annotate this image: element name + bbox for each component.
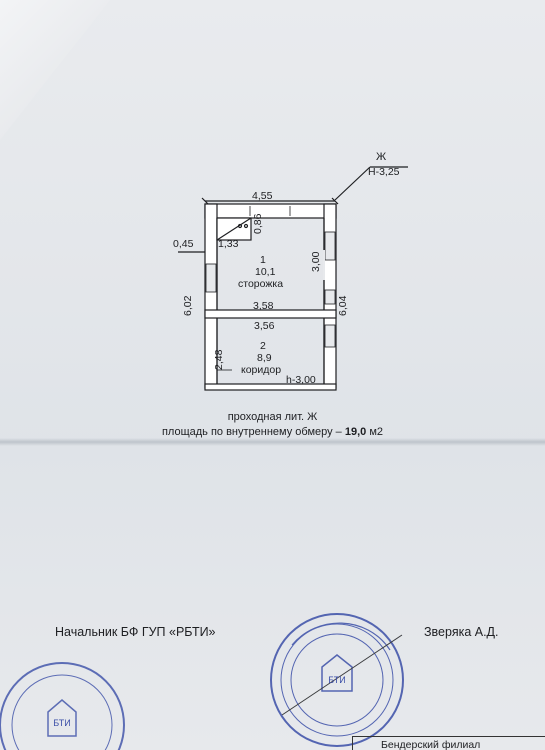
caption-unit: м2 [366,426,384,438]
bottom-info-box: Бендерский филиал [352,736,545,750]
room2-number: 2 [260,340,266,352]
room1-area: 10,1 [255,266,276,278]
room2-height: h-3,00 [286,374,316,386]
room2-name: коридор [241,364,282,376]
dim-left-full: 6,02 [182,295,194,316]
left-round-stamp: БТИ [0,662,125,750]
official-round-stamp: БТИ [270,613,404,747]
page-curl [0,0,110,140]
room2-area: 8,9 [257,352,272,364]
dim-right-full: 6,04 [337,295,349,316]
plan-marker: Ж [376,151,387,163]
dim-stove-width: 1,33 [218,238,239,250]
floor-plan [178,166,408,391]
room1-name: сторожка [238,278,284,290]
dim-top: 4,55 [252,190,273,202]
dim-mid-lower: 3,56 [254,320,275,332]
dim-right-upper: 3,00 [310,251,322,272]
bottom-box-label: Бендерский филиал [381,739,481,750]
caption-area-value: 19,0 [344,426,367,438]
fold-line [0,438,545,446]
center-stamp-logo: БТИ [328,675,345,685]
dim-left-small: 0,45 [173,238,194,250]
total-height-label: Н-3,25 [368,166,400,178]
signatory-position: Начальник БФ ГУП «РБТИ» [55,625,216,639]
dim-mid-upper: 3,58 [253,300,274,312]
room1-number: 1 [260,254,266,266]
caption-line2: площадь по внутреннему обмеру – 19,0 м2 [0,426,545,438]
dim-stove-height: 0,86 [252,213,264,234]
left-stamp-logo: БТИ [53,718,70,728]
dim-left-lower: 2,48 [213,349,225,370]
signatory-name: Зверяка А.Д. [424,625,499,639]
marker-leader [334,166,371,201]
caption-prefix: площадь по внутреннему обмеру – [161,426,345,438]
caption-line1: проходная лит. Ж [227,411,318,423]
